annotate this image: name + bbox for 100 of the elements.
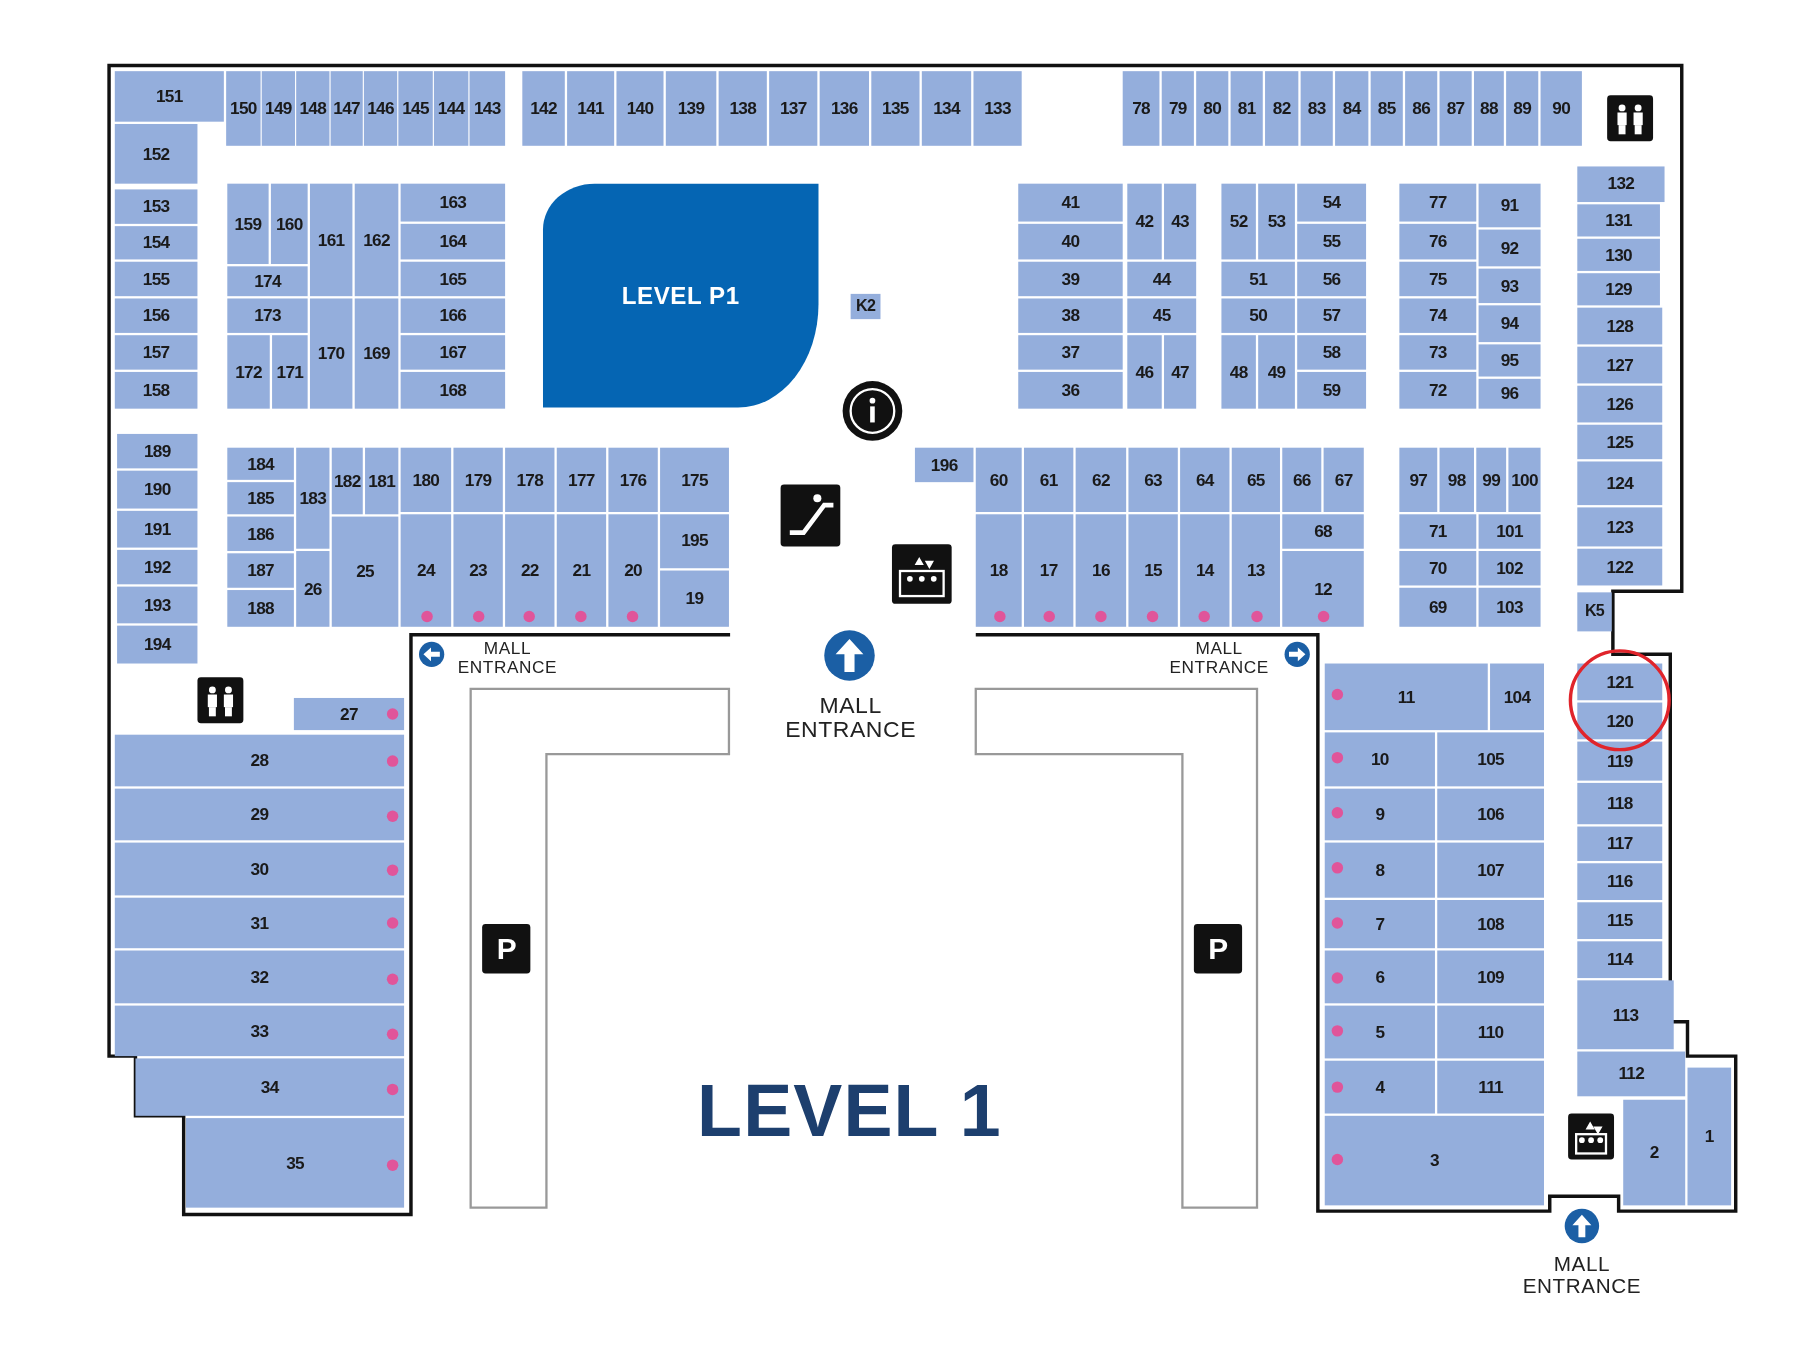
- shop-unit: 81: [1230, 71, 1263, 146]
- shop-unit: 39: [1018, 261, 1123, 297]
- shop-unit: 77: [1399, 183, 1477, 222]
- shop-unit: 31: [114, 897, 405, 949]
- shop-unit: 43: [1164, 183, 1197, 260]
- shop-unit: 180: [400, 447, 452, 512]
- entrance-label: MALL ENTRANCE: [1168, 639, 1270, 676]
- shop-unit: 10: [1324, 732, 1435, 787]
- shop-unit: 93: [1478, 268, 1541, 304]
- kiosk-unit: K2: [850, 293, 881, 320]
- shop-unit: 111: [1437, 1060, 1544, 1114]
- shop-unit: 186: [227, 516, 294, 551]
- shop-unit: 13: [1231, 514, 1280, 627]
- shop-unit: 137: [769, 71, 818, 146]
- shop-unit: 142: [522, 71, 565, 146]
- shop-unit: 140: [616, 71, 664, 146]
- shop-unit: 60: [975, 447, 1022, 512]
- shop-unit: 190: [117, 470, 198, 509]
- shop-unit: 100: [1508, 447, 1541, 512]
- shop-unit: 2: [1623, 1099, 1686, 1206]
- floor-title: LEVEL 1: [696, 1073, 1003, 1151]
- shop-unit: 50: [1221, 298, 1295, 333]
- shop-unit: 24: [400, 514, 452, 627]
- shop-unit: 40: [1018, 223, 1123, 260]
- shop-unit: 42: [1127, 183, 1162, 260]
- shop-unit: 78: [1122, 71, 1160, 146]
- shop-unit: 196: [914, 447, 974, 483]
- shop-unit: 41: [1018, 183, 1123, 222]
- shop-unit: 48: [1221, 335, 1256, 409]
- shop-unit: 55: [1297, 223, 1367, 260]
- shop-unit: 72: [1399, 371, 1477, 409]
- shop-unit: 85: [1370, 71, 1403, 146]
- shop-unit: 96: [1478, 378, 1541, 409]
- shop-unit: 152: [114, 124, 198, 184]
- shop-unit: 86: [1405, 71, 1438, 146]
- parking-sign: P: [1193, 924, 1243, 974]
- shop-unit: 103: [1478, 587, 1541, 627]
- shop-unit: 153: [114, 189, 198, 224]
- shop-unit: 149: [261, 71, 296, 146]
- shop-unit: 97: [1399, 447, 1438, 512]
- shop-unit: 89: [1506, 71, 1539, 146]
- shop-unit: 75: [1399, 261, 1477, 297]
- shop-unit: 49: [1258, 335, 1295, 409]
- shop-unit: 9: [1324, 788, 1435, 841]
- shop-unit: 181: [365, 447, 399, 515]
- shop-unit: 165: [400, 261, 506, 297]
- shop-unit: 132: [1577, 166, 1665, 203]
- shop-unit: 51: [1221, 261, 1295, 297]
- shop-unit: 21: [556, 514, 607, 627]
- shop-unit: 22: [505, 514, 555, 627]
- shop-unit: 162: [354, 183, 399, 297]
- supermarket-block: LEVEL P1: [543, 183, 819, 408]
- shop-unit: 178: [505, 447, 555, 512]
- shop-unit: 45: [1127, 298, 1197, 333]
- shop-unit: 148: [296, 71, 330, 146]
- shop-unit: 36: [1018, 371, 1123, 409]
- shop-unit: 193: [117, 586, 198, 624]
- shop-unit: 33: [114, 1005, 405, 1057]
- shop-unit: 192: [117, 549, 198, 585]
- shop-unit: 61: [1024, 447, 1074, 512]
- shop-unit: 59: [1297, 371, 1367, 409]
- shop-unit: 69: [1399, 587, 1477, 627]
- shop-unit: 125: [1577, 424, 1663, 460]
- shop-unit: 99: [1476, 447, 1507, 512]
- shop-unit: 128: [1577, 307, 1663, 345]
- shop-unit: 14: [1180, 514, 1230, 627]
- shop-unit: 176: [608, 447, 658, 512]
- shop-unit: 20: [608, 514, 658, 627]
- shop-unit: 106: [1437, 788, 1544, 841]
- shop-unit: 159: [227, 183, 269, 265]
- shop-unit: 184: [227, 447, 294, 480]
- shop-unit: 120: [1577, 702, 1663, 740]
- shop-unit: 102: [1478, 551, 1541, 586]
- shop-unit: 166: [400, 298, 506, 333]
- shop-unit: 154: [114, 226, 198, 260]
- shop-unit: 87: [1439, 71, 1472, 146]
- shop-unit: 44: [1127, 261, 1197, 297]
- shop-unit: 34: [135, 1058, 405, 1116]
- shop-unit: 127: [1577, 346, 1663, 384]
- entrance-label: MALL ENTRANCE: [784, 693, 918, 742]
- shop-unit: 76: [1399, 223, 1477, 260]
- shop-unit: 30: [114, 842, 405, 896]
- shop-unit: 64: [1180, 447, 1230, 512]
- shop-unit: 124: [1577, 461, 1663, 506]
- shop-unit: 151: [114, 71, 224, 122]
- shop-unit: 114: [1577, 941, 1663, 979]
- shop-unit: 3: [1324, 1115, 1544, 1206]
- shop-unit: 104: [1490, 663, 1544, 731]
- shop-unit: 117: [1577, 826, 1663, 861]
- shop-unit: 150: [226, 71, 261, 146]
- shop-unit: 172: [227, 335, 270, 409]
- shop-unit: 126: [1577, 385, 1663, 423]
- shop-unit: 170: [309, 298, 353, 409]
- shop-unit: 23: [453, 514, 503, 627]
- shop-unit: 19: [660, 570, 729, 627]
- shop-unit: 5: [1324, 1005, 1435, 1059]
- shop-unit: 53: [1258, 183, 1295, 260]
- shop-unit: 27: [293, 697, 405, 731]
- shop-unit: 108: [1437, 900, 1544, 949]
- shop-unit: 95: [1478, 344, 1541, 377]
